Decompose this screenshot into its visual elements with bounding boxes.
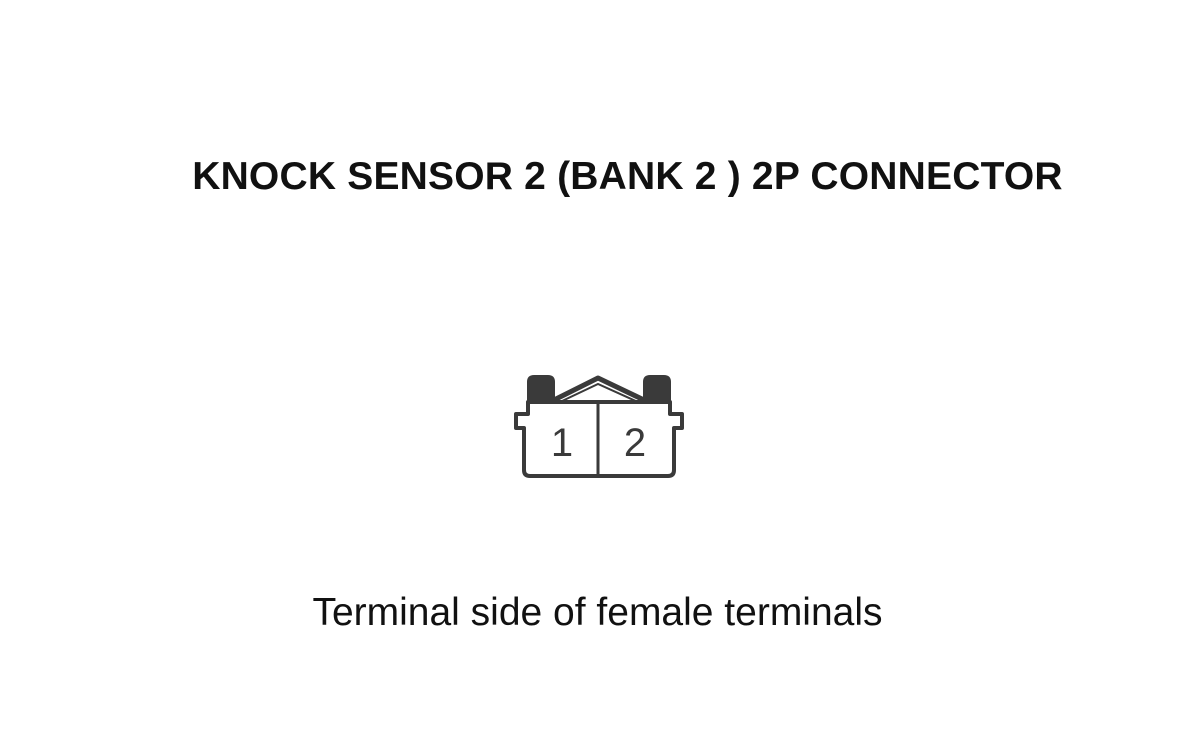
- connector-outline: 1 2: [514, 375, 684, 478]
- pin-2-label: 2: [624, 421, 646, 465]
- connector-key: [552, 375, 646, 403]
- right-lock-tab: [643, 375, 671, 406]
- pin-1-label: 1: [551, 421, 573, 465]
- connector-title: KNOCK SENSOR 2 (BANK 2 ) 2P CONNECTOR: [192, 155, 1063, 198]
- connector-diagram: 1 2: [508, 374, 690, 482]
- terminal-side-caption: Terminal side of female terminals: [312, 591, 883, 634]
- left-lock-tab: [527, 375, 555, 406]
